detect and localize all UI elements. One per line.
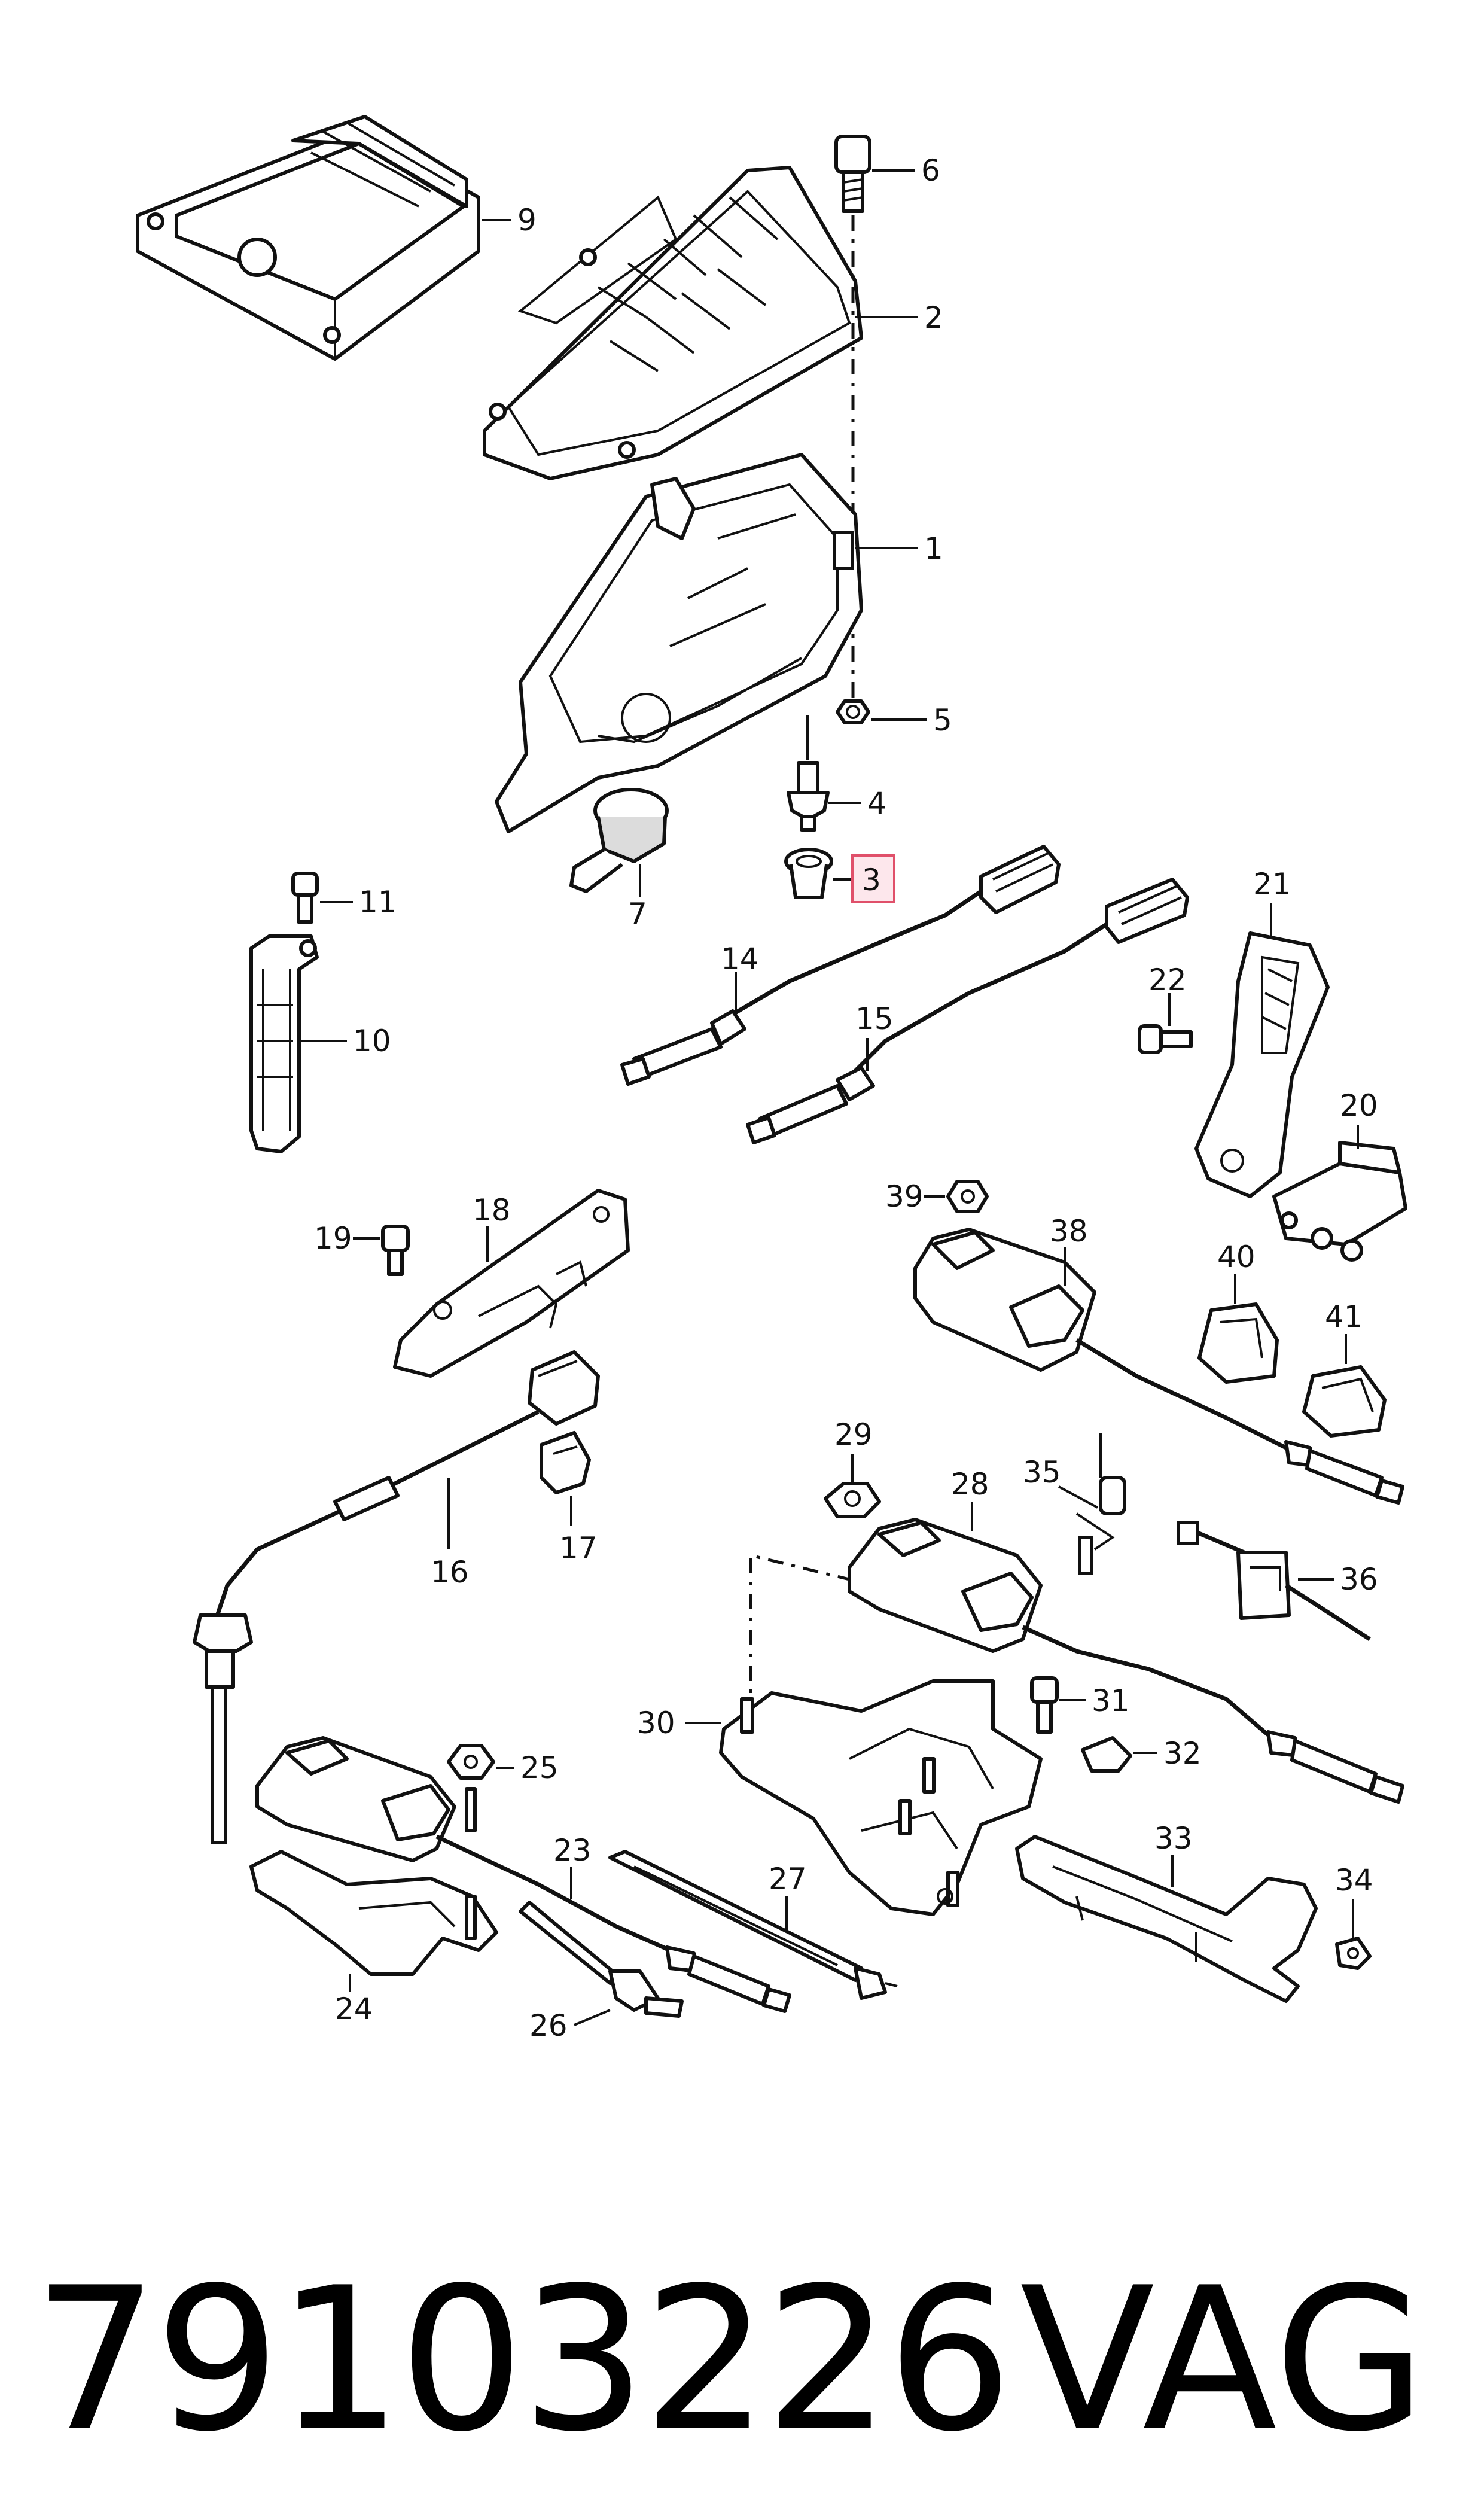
callout-39: 39 — [885, 1179, 924, 1214]
callout-32: 32 — [1163, 1736, 1202, 1771]
part-3-grommet[interactable] — [784, 848, 833, 899]
callout-7: 7 — [628, 897, 647, 931]
callout-14: 14 — [721, 942, 759, 976]
part-36-sensor[interactable] — [1177, 1521, 1371, 1641]
part-32-clip-nut[interactable] — [1081, 1736, 1132, 1773]
callout-10: 10 — [353, 1024, 391, 1058]
part-15-lambda-probe[interactable] — [746, 878, 1189, 1144]
callout-4: 4 — [867, 786, 886, 821]
part-33-long-bracket[interactable] — [1015, 1835, 1318, 2003]
callout-35: 35 — [1023, 1455, 1061, 1490]
part-7-vent-filter[interactable] — [569, 788, 669, 893]
callout-22: 22 — [1148, 963, 1187, 997]
part-34-clip[interactable] — [1335, 1937, 1372, 1970]
callout-21: 21 — [1253, 867, 1291, 902]
part-4-rubber-mount[interactable] — [787, 761, 830, 832]
callout-38: 38 — [1050, 1214, 1088, 1249]
part-14-lambda-probe[interactable] — [620, 845, 1061, 1086]
part-9-control-unit[interactable] — [136, 115, 480, 361]
callout-16: 16 — [431, 1555, 469, 1590]
part-26-cable-tie[interactable] — [519, 1901, 684, 2018]
part-41-clip[interactable] — [1302, 1365, 1387, 1438]
callout-24: 24 — [335, 1992, 373, 2026]
part-16-temperature-sensor[interactable] — [193, 1350, 600, 1844]
brand-name: VAG — [1020, 2245, 1427, 2475]
callout-6: 6 — [921, 153, 940, 188]
part-40-clip[interactable] — [1197, 1302, 1279, 1384]
part-28-nox-sensor-unit[interactable] — [848, 1518, 1404, 1804]
callout-15: 15 — [855, 1001, 894, 1036]
callout-27: 27 — [769, 1862, 807, 1896]
callout-17: 17 — [559, 1531, 598, 1566]
part-1-lower-housing[interactable] — [495, 453, 863, 833]
callout-23: 23 — [553, 1833, 592, 1868]
part-10-sensor-holder[interactable] — [249, 934, 319, 1153]
part-39-nut[interactable] — [946, 1180, 989, 1213]
part-29-nut[interactable] — [824, 1482, 881, 1518]
part-27-cable-tie[interactable] — [608, 1850, 898, 2000]
callout-29: 29 — [834, 1417, 873, 1452]
callout-40: 40 — [1217, 1240, 1256, 1274]
part-21-bracket[interactable] — [1194, 931, 1330, 1198]
part-31-screw[interactable] — [1030, 1676, 1059, 1734]
callout-26: 26 — [529, 2008, 568, 2043]
callout-41: 41 — [1325, 1299, 1363, 1334]
part-11-bolt[interactable] — [291, 872, 319, 924]
callout-1: 1 — [924, 531, 943, 566]
part-25-nut[interactable] — [447, 1744, 495, 1780]
part-24-holder[interactable] — [249, 1850, 498, 1976]
callout-3-highlight-box — [851, 854, 895, 903]
callout-9: 9 — [517, 203, 537, 238]
callout-11: 11 — [359, 885, 397, 919]
callout-5: 5 — [933, 703, 952, 738]
part-35-sensor[interactable] — [1075, 1433, 1126, 1575]
part-17-clip[interactable] — [540, 1431, 591, 1494]
part-6-screw[interactable] — [834, 135, 871, 213]
part-22-screw[interactable] — [1138, 1024, 1193, 1054]
part-38-nox-sensor-unit[interactable] — [913, 1228, 1404, 1505]
part-number: 79103226 — [33, 2245, 1013, 2475]
part-5-nut[interactable] — [836, 699, 870, 724]
callout-28: 28 — [951, 1467, 989, 1502]
callout-30: 30 — [637, 1706, 675, 1740]
part-2-upper-cover[interactable] — [483, 166, 863, 480]
callout-18: 18 — [473, 1193, 511, 1228]
callout-34: 34 — [1335, 1863, 1373, 1898]
callout-36: 36 — [1340, 1562, 1378, 1597]
callout-20: 20 — [1340, 1088, 1378, 1123]
part-20-pressure-sensor[interactable] — [1272, 1141, 1407, 1262]
part-19-screw[interactable] — [381, 1225, 410, 1276]
part-30-bracket-plate[interactable] — [719, 1679, 1043, 1916]
callout-2: 2 — [924, 300, 943, 335]
callout-31: 31 — [1092, 1683, 1130, 1718]
part-23-nox-sensor-unit[interactable] — [255, 1736, 791, 2013]
callout-33: 33 — [1154, 1821, 1193, 1856]
part-18-mounting-plate[interactable] — [393, 1189, 630, 1378]
callout-25: 25 — [520, 1750, 559, 1785]
callout-3: 3 — [862, 863, 881, 897]
callout-19: 19 — [314, 1221, 352, 1256]
